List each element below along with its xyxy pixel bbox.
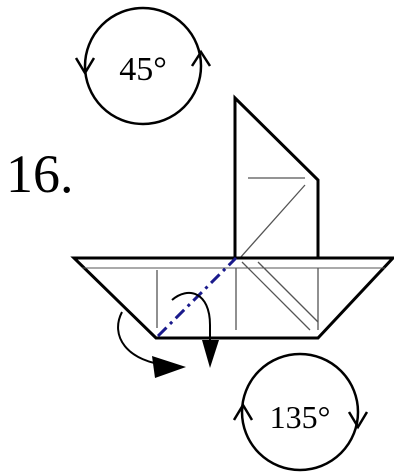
rotation-angle-bottom: 135° (270, 399, 331, 435)
boat-hull (70, 256, 394, 340)
rotation-arrowhead-left (232, 402, 254, 421)
origami-model (70, 94, 394, 340)
fold-over-arrowhead (152, 356, 186, 378)
rotate-clockwise-icon (83, 6, 203, 126)
push-down-arrowhead (202, 340, 219, 368)
fold-arrows (117, 291, 219, 378)
step-number: 16. (6, 144, 74, 204)
rotate-counterclockwise-icon (240, 352, 360, 472)
mountain-fold-line (156, 256, 238, 338)
hull-crease-diagonal-a (241, 261, 311, 331)
rotation-arrowhead-right (190, 49, 212, 67)
rotation-symbol-top: 45° (74, 6, 212, 126)
hull-crease-diagonal-b (257, 261, 319, 323)
rotation-arrowhead-left (74, 57, 96, 76)
rotation-symbol-bottom: 135° (232, 352, 369, 472)
flap-crease-diagonal (239, 184, 306, 259)
push-down-arrow-icon (171, 291, 211, 345)
rotation-angle-top: 45° (119, 51, 167, 88)
rotation-arrowhead-right (347, 411, 369, 430)
